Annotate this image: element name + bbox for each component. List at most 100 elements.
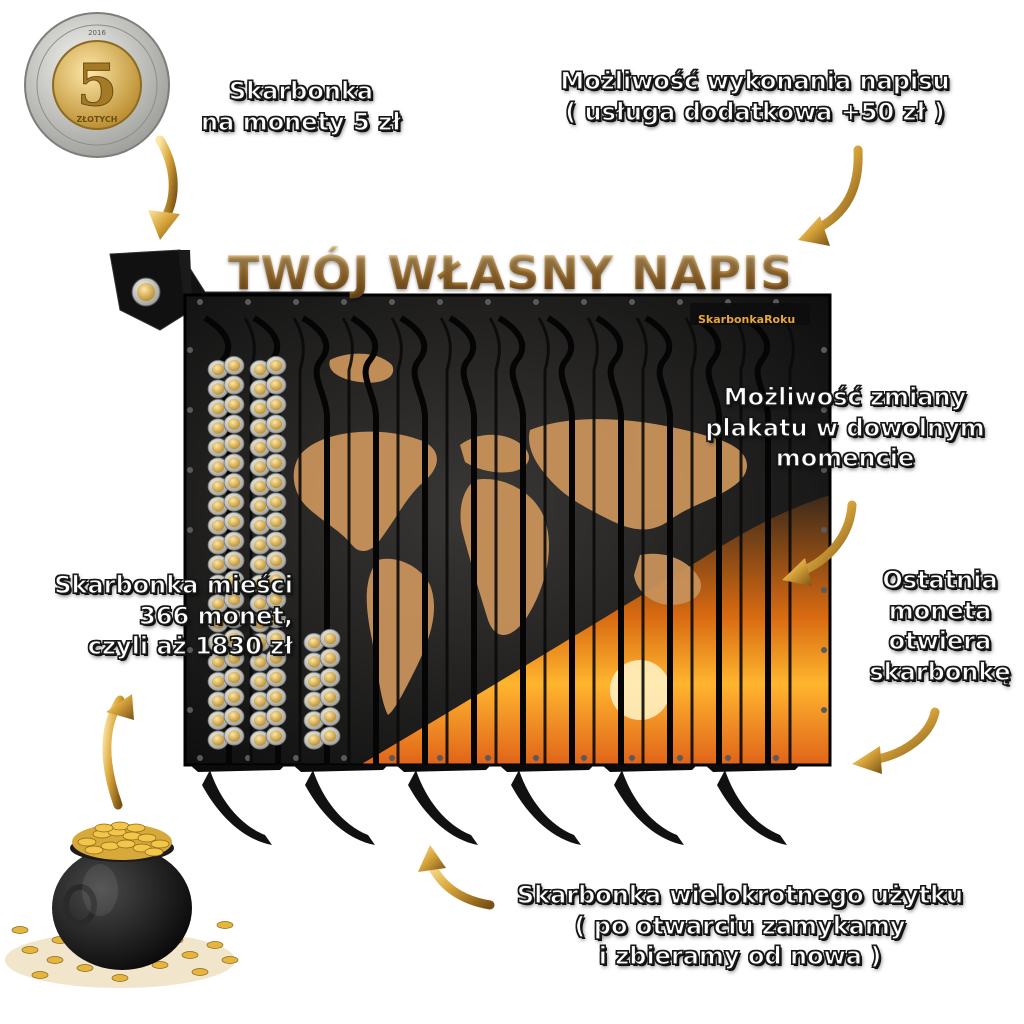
stacked-coin xyxy=(265,414,287,434)
poster-caption: Możliwość zmiany plakatu w dowolnym mome… xyxy=(690,382,1000,474)
stacked-coin xyxy=(265,589,287,610)
reuse-caption-line-3: i zbieramy od nowa ) xyxy=(598,942,882,971)
coin-channel xyxy=(644,315,697,765)
coin-caption: Skarbonka na monety 5 zł xyxy=(186,76,416,137)
stacked-coin xyxy=(223,375,245,395)
coin-caption-line-1: Skarbonka xyxy=(228,76,374,105)
curved-arrow-icon xyxy=(852,707,940,774)
stacked-coin xyxy=(223,687,245,707)
gold-coin xyxy=(77,837,97,847)
screw xyxy=(485,755,491,761)
gold-coin xyxy=(111,974,129,982)
gold-coin xyxy=(21,946,39,954)
coin-chute xyxy=(109,249,361,331)
stacked-coin xyxy=(265,355,287,376)
release-lever xyxy=(396,765,491,845)
stacked-coin xyxy=(249,613,271,633)
coin-channel xyxy=(399,315,452,765)
last-coin-caption-line-3: otwiera xyxy=(888,627,992,656)
screw xyxy=(187,347,193,353)
stacked-coin xyxy=(265,531,287,551)
stacked-coin xyxy=(207,652,229,672)
stacked-coin xyxy=(265,433,287,454)
screw xyxy=(187,467,193,473)
stacked-coin xyxy=(223,570,245,590)
screw xyxy=(293,299,299,305)
curved-arrow-icon xyxy=(782,500,857,586)
stacked-coin xyxy=(223,453,245,473)
stacked-coin xyxy=(207,710,229,731)
curved-arrow-icon xyxy=(148,135,180,240)
inscription-caption-line-2: ( usługa dodatkowa +50 zł ) xyxy=(565,97,946,126)
inscription-caption: Możliwość wykonania napisu ( usługa doda… xyxy=(520,66,990,127)
screw xyxy=(437,299,443,305)
stacked-coin xyxy=(319,628,341,649)
inscription-caption-line-1: Możliwość wykonania napisu xyxy=(560,66,950,95)
stacked-coin xyxy=(223,472,245,493)
curved-arrow-icon xyxy=(102,694,134,810)
stacked-coin xyxy=(207,476,229,497)
stacked-coin xyxy=(265,726,287,746)
stacked-coin xyxy=(249,574,271,594)
stacked-coin xyxy=(303,691,325,711)
stacked-coin xyxy=(223,355,245,376)
screw xyxy=(629,755,635,761)
stacked-coin xyxy=(223,589,245,610)
last-coin-caption: Ostatnia moneta otwiera skarbonkę xyxy=(860,565,1020,688)
release-lever xyxy=(190,765,285,845)
coin-channel xyxy=(301,315,354,765)
gold-coin xyxy=(116,839,136,849)
stacked-coin xyxy=(207,593,229,614)
screw xyxy=(341,299,347,305)
screw xyxy=(245,299,251,305)
screw xyxy=(485,299,491,305)
gold-coin xyxy=(31,971,49,979)
stacked-coin xyxy=(207,574,229,594)
stacked-coin xyxy=(207,418,229,438)
screw xyxy=(187,587,193,593)
stacked-coin xyxy=(265,609,287,629)
screw xyxy=(677,755,683,761)
stacked-coin xyxy=(265,394,287,415)
screw xyxy=(187,647,193,653)
stacked-coin xyxy=(207,554,229,575)
stacked-coin xyxy=(223,394,245,415)
stacked-coin xyxy=(303,632,325,653)
curved-arrow-icon xyxy=(798,145,863,246)
stacked-coin xyxy=(223,511,245,532)
screw xyxy=(293,755,299,761)
stacked-coin xyxy=(249,652,271,672)
brand-label: SkarbonkaRoku xyxy=(698,313,796,326)
stacked-coin xyxy=(249,379,271,399)
gold-coin xyxy=(221,956,239,964)
release-lever xyxy=(602,765,697,845)
coin-channel xyxy=(350,315,403,765)
gold-coin xyxy=(76,964,94,972)
pot-of-gold-icon xyxy=(5,821,239,988)
screw xyxy=(187,407,193,413)
gold-coin xyxy=(181,951,199,959)
stacked-coin xyxy=(207,496,229,516)
coin-currency: ZŁOTYCH xyxy=(77,115,118,124)
stacked-coin xyxy=(249,632,271,653)
gold-coin xyxy=(150,839,170,849)
stacked-coin xyxy=(207,379,229,399)
screw xyxy=(821,407,827,413)
stacked-coin xyxy=(265,687,287,707)
screw xyxy=(821,347,827,353)
stacked-coin xyxy=(303,730,325,750)
stacked-coin xyxy=(265,453,287,473)
stacked-coin xyxy=(303,671,325,692)
screw xyxy=(187,707,193,713)
stacked-coin xyxy=(249,515,271,536)
gold-coin xyxy=(94,823,114,833)
stacked-coin xyxy=(265,628,287,649)
stacked-coin xyxy=(319,726,341,746)
coin-channel xyxy=(497,315,550,765)
capacity-caption-line-2: 366 monet, xyxy=(138,601,293,630)
gold-coin xyxy=(11,926,29,934)
stacked-coin xyxy=(319,667,341,688)
stacked-coin xyxy=(265,667,287,688)
stacked-coin xyxy=(223,726,245,746)
